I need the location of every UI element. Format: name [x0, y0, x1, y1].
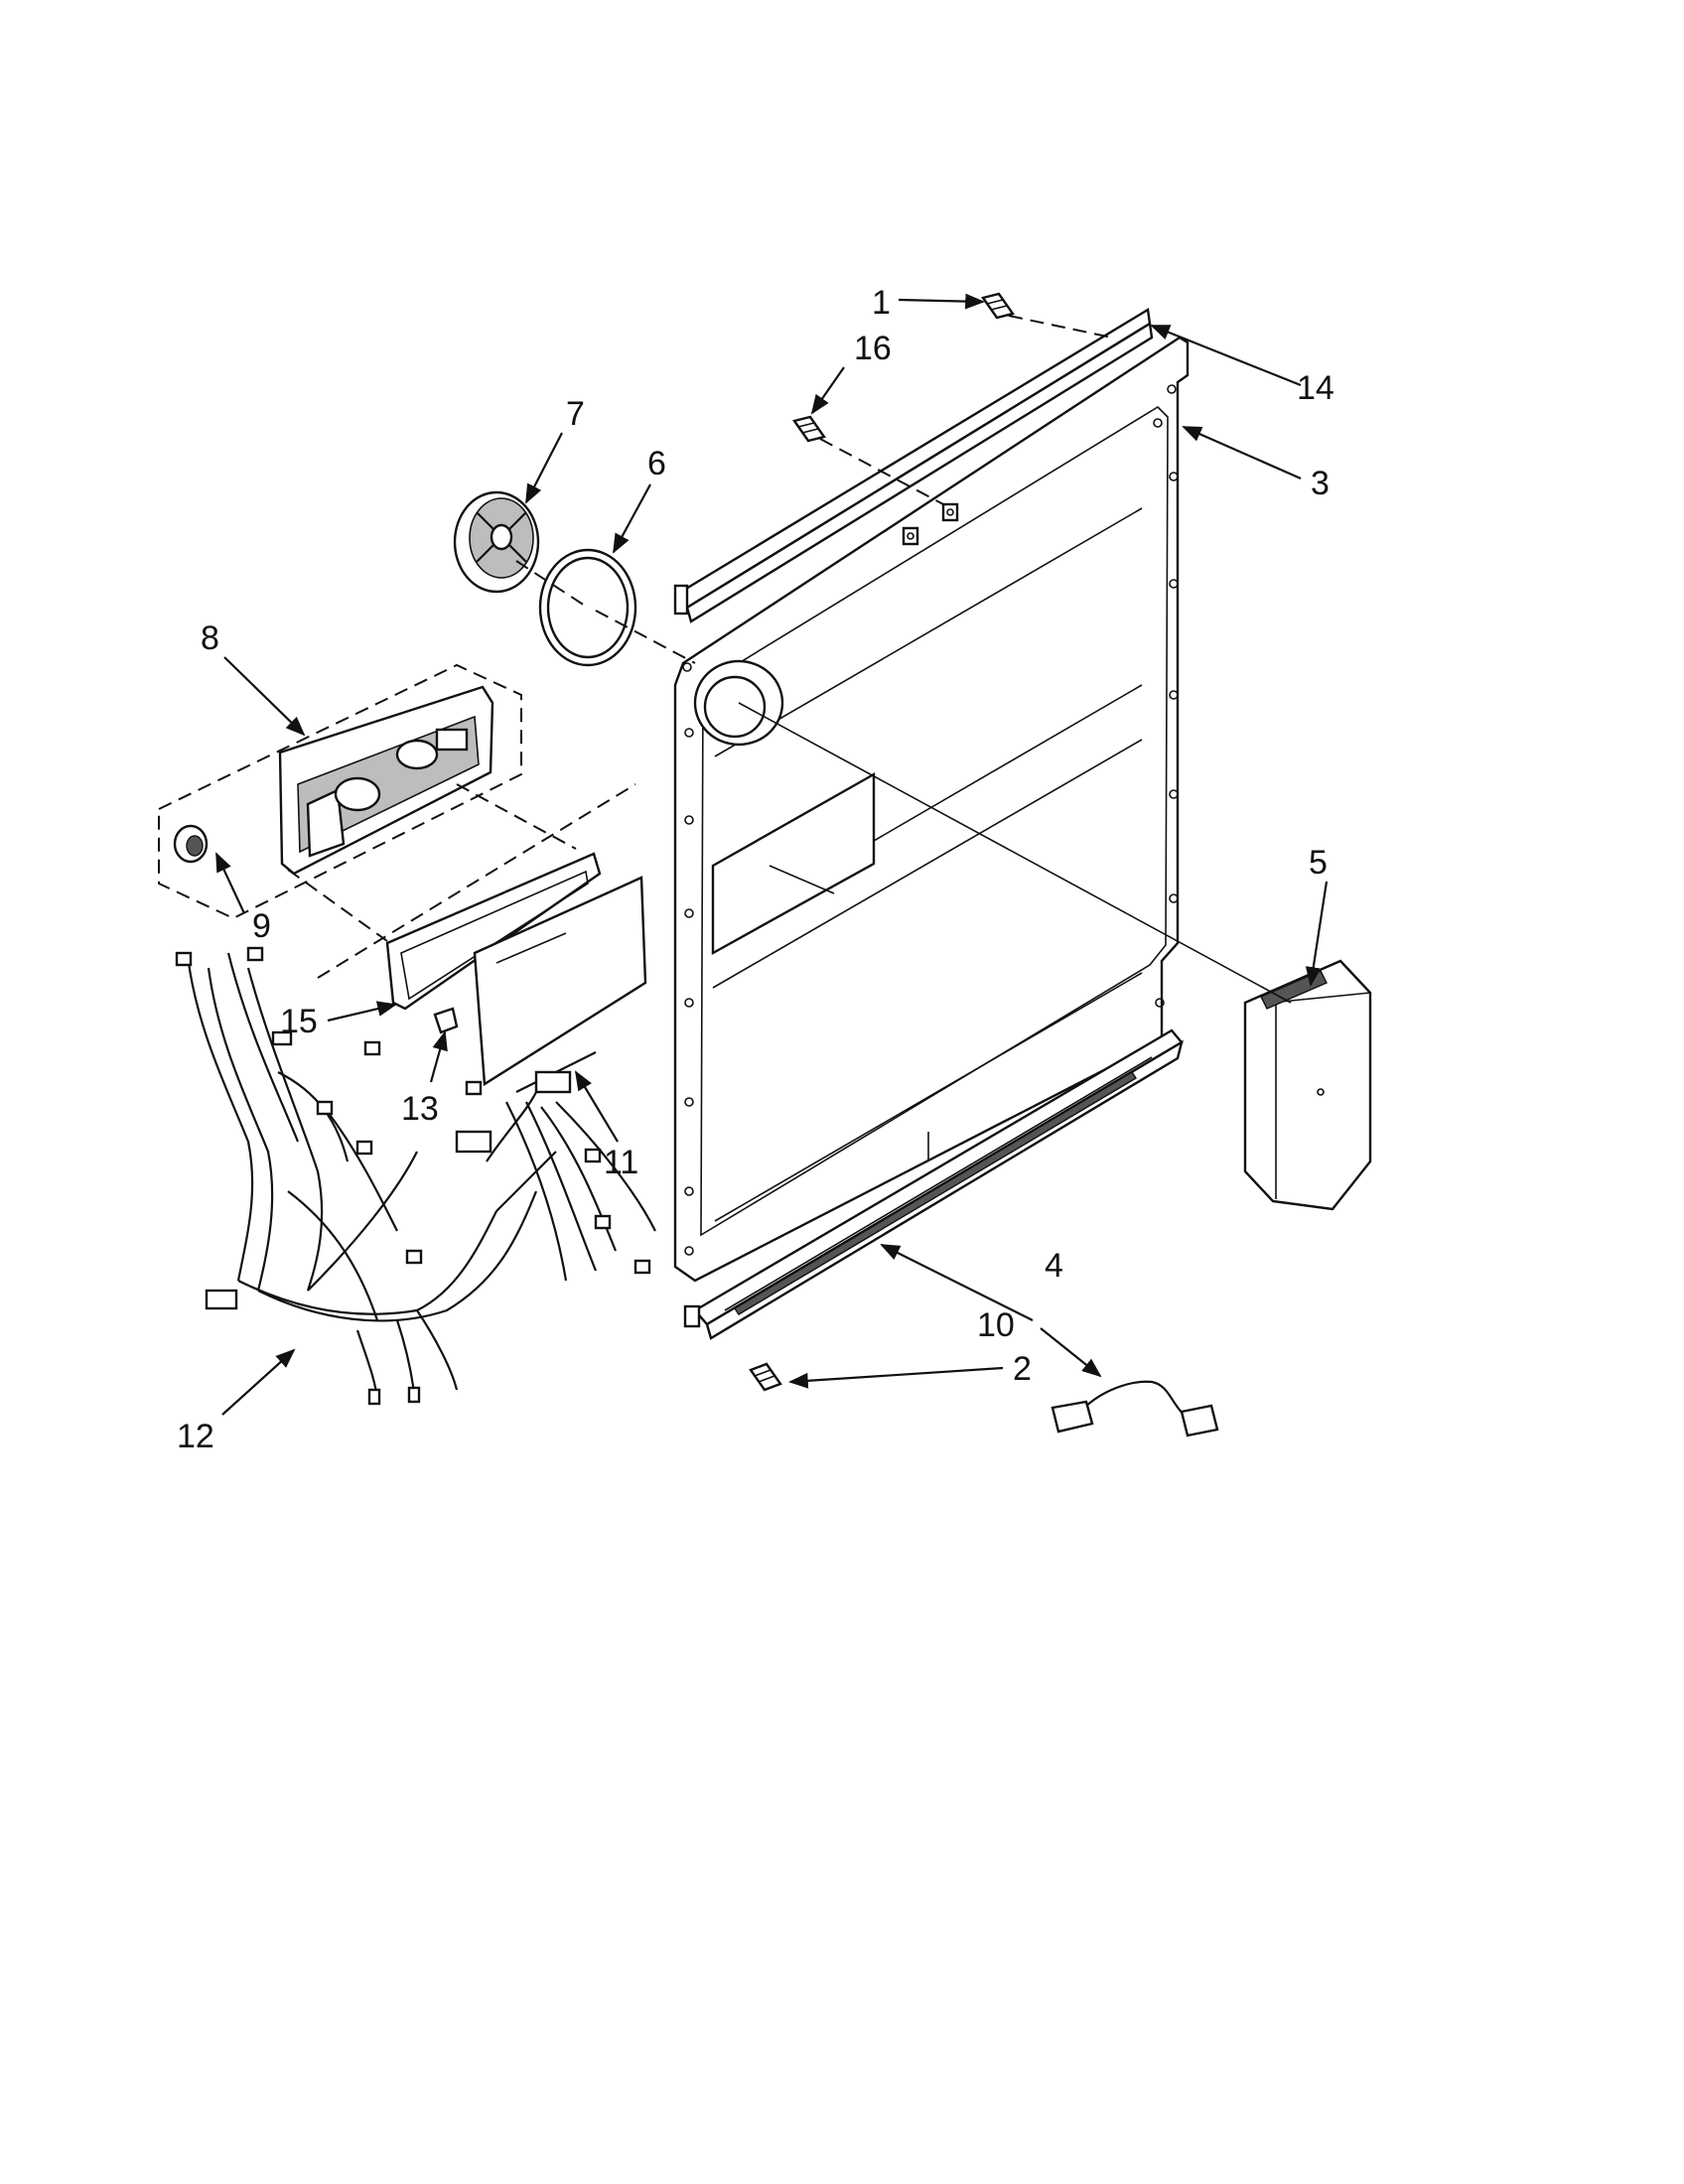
callout-labels: 1 2 3 4 5 6 7 8 9 10 11 12 13 14 15 16: [177, 284, 1334, 1455]
vent-cover: [453, 490, 540, 594]
control-knob: [173, 824, 209, 864]
door-inner-panel: [673, 336, 1190, 1283]
wire-harness: [187, 952, 656, 1401]
callout-2: 2: [1013, 1350, 1032, 1388]
callout-arrows: [215, 293, 1329, 1416]
bottom-trim-strip: [683, 1028, 1184, 1340]
callout-14: 14: [1297, 369, 1334, 407]
top-trim-strip: [673, 308, 1154, 623]
control-board: [473, 876, 647, 1087]
board-screw: [433, 1007, 459, 1034]
callout-11: 11: [604, 1144, 638, 1181]
callout-6: 6: [647, 445, 666, 482]
callout-4: 4: [1045, 1247, 1063, 1285]
callout-3: 3: [1311, 465, 1330, 502]
assembly-lines: [287, 315, 1292, 1004]
vent-duct-cover: [1243, 959, 1372, 1211]
console-housing: [158, 663, 522, 920]
callout-16: 16: [854, 330, 892, 367]
callout-7: 7: [566, 395, 585, 433]
screw-16: [792, 415, 826, 443]
callout-13: 13: [401, 1090, 439, 1128]
callout-15: 15: [280, 1003, 318, 1040]
callout-5: 5: [1309, 844, 1328, 882]
vent-gasket: [538, 548, 637, 667]
callout-10: 10: [977, 1306, 1015, 1344]
callout-1: 1: [872, 284, 891, 322]
cable-assembly: [1051, 1380, 1219, 1437]
screw-1: [981, 292, 1015, 320]
wire-harness-connectors: [175, 946, 651, 1406]
callout-12: 12: [177, 1418, 214, 1455]
callout-8: 8: [201, 619, 219, 657]
callout-9: 9: [252, 907, 271, 945]
screw-2: [749, 1362, 782, 1392]
